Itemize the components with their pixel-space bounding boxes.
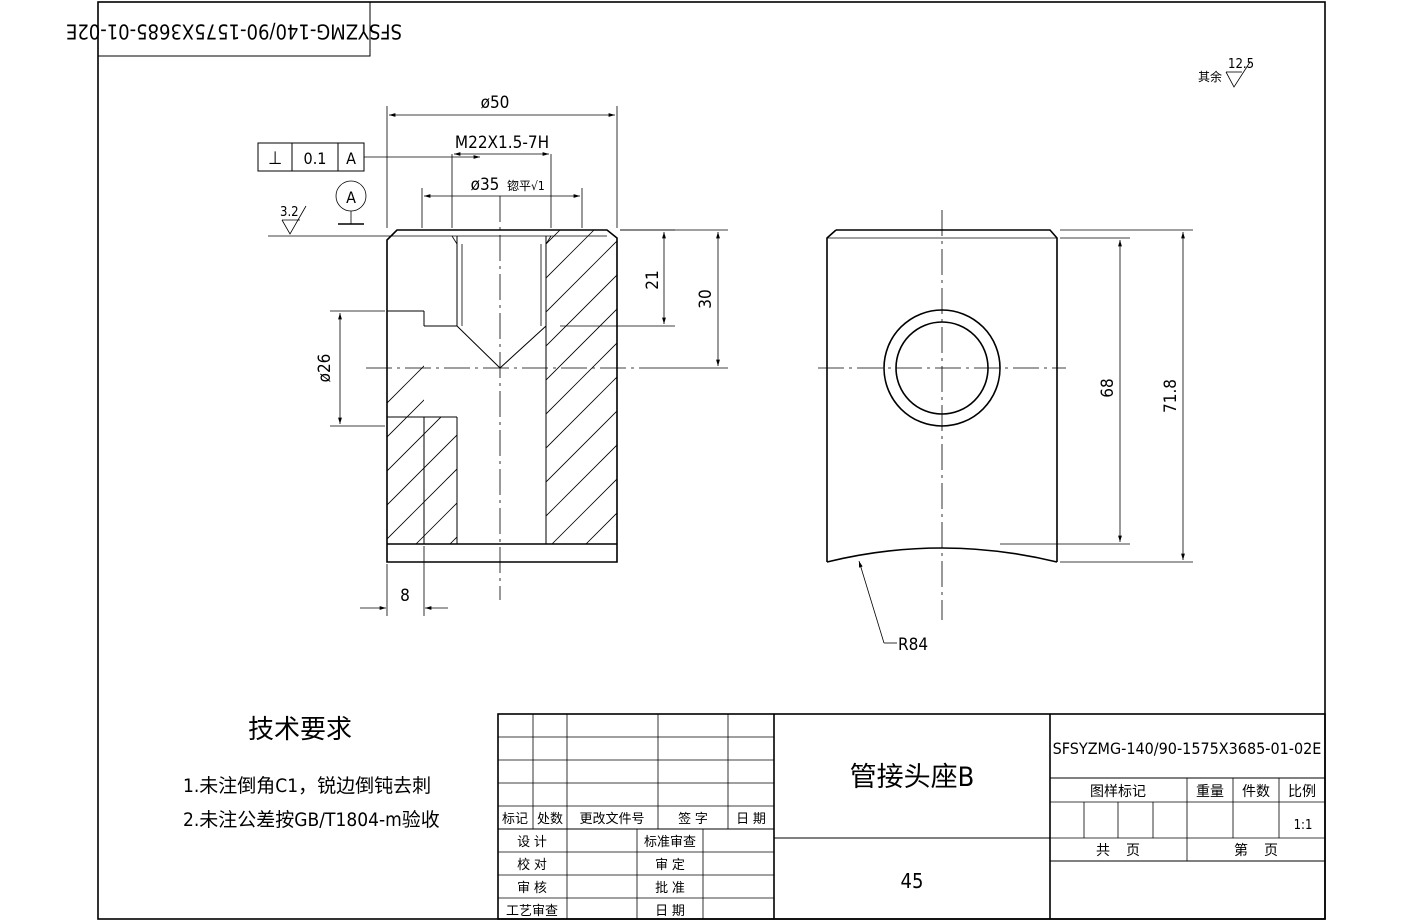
- drawing-number: SFSYZMG-140/90-1575X3685-01-02E: [1053, 739, 1322, 758]
- title-block: 标记 处数 更改文件号 签 字 日 期 设 计 标准审查 校 对 审 定 审 核…: [497, 713, 1326, 920]
- hatch-line: [730, 230, 1070, 570]
- svg-text:68: 68: [1098, 378, 1118, 397]
- hatch-line: [389, 230, 617, 544]
- part-name: 管接头座B: [850, 762, 975, 793]
- svg-text:21: 21: [643, 270, 663, 289]
- hatch-line: [764, 230, 1104, 570]
- header-count: 件数: [1242, 784, 1270, 800]
- rev-header-mark: 标记: [502, 812, 528, 827]
- hatch-line: [525, 230, 617, 544]
- scale-value: 1:1: [1294, 818, 1313, 833]
- svg-text:⊥: ⊥: [268, 148, 282, 169]
- dim-outer-diameter: ø50: [386, 93, 618, 228]
- svg-text:锪平√1: 锪平√1: [507, 178, 545, 193]
- dim-thread: M22X1.5-7H: [451, 133, 552, 228]
- svg-text:其余: 其余: [1198, 69, 1222, 84]
- dim-width-8: 8: [360, 546, 448, 616]
- dim-bore-diameter: ø26: [315, 310, 385, 427]
- svg-text:A: A: [346, 188, 356, 207]
- dim-counterbore: ø35 锪平√1: [421, 175, 583, 228]
- tech-requirements: 技术要求 1.未注倒角C1，锐边倒钝去刺 2.未注公差按GB/T1804-m验收: [183, 715, 440, 831]
- mirrored-code: SFSYZMG-140/90-1575X3685-01-02E: [66, 20, 402, 44]
- svg-text:0.1: 0.1: [304, 149, 327, 168]
- sign-standard-review: 标准审查: [644, 835, 696, 850]
- tolerance-frame: ⊥ 0.1 A: [257, 142, 480, 172]
- mirrored-code-box: SFSYZMG-140/90-1575X3685-01-02E: [66, 1, 402, 57]
- hatch-line: [832, 230, 1172, 570]
- svg-text:ø35: ø35: [471, 175, 500, 195]
- roughness-symbol-other: 其余 12.5: [1198, 57, 1254, 88]
- header-scale: 比例: [1288, 784, 1316, 800]
- svg-text:12.5: 12.5: [1228, 57, 1254, 72]
- svg-text:30: 30: [696, 289, 716, 308]
- hatch-line: [662, 230, 1002, 570]
- svg-text:R84: R84: [898, 635, 928, 655]
- hatch-line: [491, 230, 617, 544]
- rev-header-sign: 签 字: [678, 811, 708, 827]
- section-hatch: [387, 230, 1172, 570]
- rev-header-date: 日 期: [736, 812, 766, 827]
- hatch-line: [457, 230, 617, 544]
- sign-date: 日 期: [655, 904, 685, 919]
- hatch-line: [696, 230, 1036, 570]
- dim-depth-30: 30: [620, 229, 728, 369]
- dim-height-68: 68: [1000, 237, 1130, 545]
- rev-header-docno: 更改文件号: [579, 812, 644, 827]
- dim-radius: R84: [858, 560, 928, 655]
- header-weight: 重量: [1196, 784, 1224, 800]
- rev-header-count: 处数: [537, 812, 563, 827]
- hatch-line: [423, 230, 617, 544]
- sign-checker: 校 对: [517, 857, 547, 873]
- svg-text:ø26: ø26: [315, 354, 335, 383]
- sign-reviewer: 审 核: [517, 881, 547, 896]
- hatch-line: [798, 230, 1138, 570]
- side-view: [818, 210, 1066, 620]
- hatch-line: [387, 230, 561, 544]
- datum-symbol: A: [335, 180, 367, 225]
- roughness-symbol-face: 3.2: [280, 205, 307, 235]
- sign-approve: 审 定: [655, 858, 685, 873]
- sign-ratify: 批 准: [655, 881, 685, 896]
- dim-height-71-8: 71.8: [1060, 229, 1193, 563]
- section-view: [268, 196, 1172, 600]
- svg-text:A: A: [346, 149, 356, 168]
- svg-text:8: 8: [400, 586, 410, 606]
- svg-text:ø50: ø50: [481, 93, 510, 113]
- sign-designer: 设 计: [517, 835, 547, 850]
- sheet-number: 第 页: [1234, 842, 1278, 859]
- tech-requirement-2: 2.未注公差按GB/T1804-m验收: [183, 809, 440, 831]
- svg-text:3.2: 3.2: [280, 205, 299, 220]
- sign-process: 工艺审查: [506, 904, 558, 919]
- svg-text:M22X1.5-7H: M22X1.5-7H: [455, 133, 549, 153]
- hatch-line: [628, 230, 968, 570]
- svg-text:71.8: 71.8: [1161, 379, 1181, 413]
- total-sheets: 共 页: [1096, 843, 1140, 859]
- tech-requirements-title: 技术要求: [248, 715, 352, 745]
- tech-requirement-1: 1.未注倒角C1，锐边倒钝去刺: [183, 775, 431, 797]
- material: 45: [901, 869, 924, 893]
- header-pattern-mark: 图样标记: [1090, 784, 1146, 800]
